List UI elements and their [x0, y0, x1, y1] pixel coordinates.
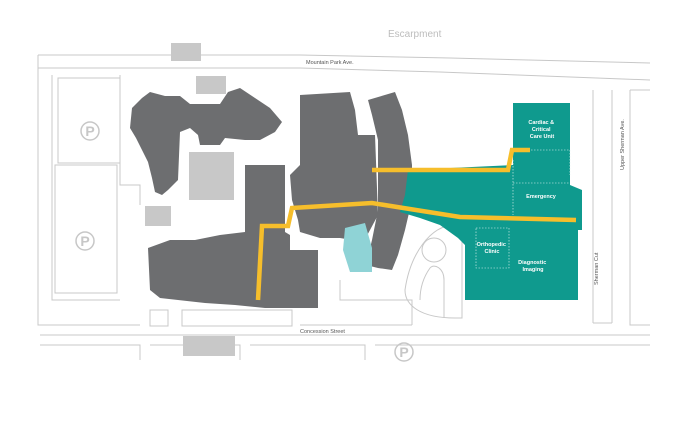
parking-marker-3: P — [394, 342, 414, 362]
parking-icon: P — [80, 233, 89, 249]
street-labels: Mountain Park Ave. Concession Street She… — [300, 60, 626, 335]
parking-icon: P — [399, 344, 408, 360]
light-teal-annex — [343, 223, 372, 272]
mountain-park-ave-label: Mountain Park Ave. — [306, 60, 354, 66]
cardiac-care-label-line-3: Care Unit — [530, 134, 555, 140]
cardiac-care-label-line-1: Cardiac & — [528, 120, 554, 126]
department-labels: Cardiac & Critical Care Unit Emergency O… — [477, 120, 557, 273]
diagnostic-label-line-1: Diagnostic — [518, 260, 546, 266]
teal-department-building — [400, 103, 582, 300]
road-outlines — [37, 54, 651, 360]
parking-icon: P — [85, 123, 94, 139]
light-buildings — [145, 43, 235, 356]
orthopedic-label-line-2: Clinic — [485, 249, 500, 255]
sherman-cut-label: Sherman Cut — [594, 252, 600, 285]
upper-sherman-ave-label: Upper Sherman Ave. — [620, 119, 626, 170]
dark-buildings — [130, 88, 412, 308]
cardiac-care-label: Cardiac & Critical Care Unit — [528, 120, 555, 140]
concession-street-label: Concession Street — [300, 329, 345, 335]
diagnostic-label-line-2: Imaging — [522, 267, 543, 273]
diagnostic-imaging-label: Diagnostic Imaging — [518, 260, 548, 273]
internal-boundaries — [475, 149, 571, 269]
emergency-label: Emergency — [526, 194, 557, 200]
parking-markers: P P P — [75, 121, 414, 362]
cardiac-care-label-line-2: Critical — [532, 127, 551, 133]
orthopedic-clinic-label: Orthopedic Clinic — [477, 242, 508, 255]
wayfinding-route — [255, 147, 577, 301]
parking-marker-1: P — [80, 121, 100, 141]
parking-marker-2: P — [75, 231, 95, 251]
escarpment-label: Escarpment — [388, 29, 442, 40]
orthopedic-label-line-1: Orthopedic — [477, 242, 506, 248]
